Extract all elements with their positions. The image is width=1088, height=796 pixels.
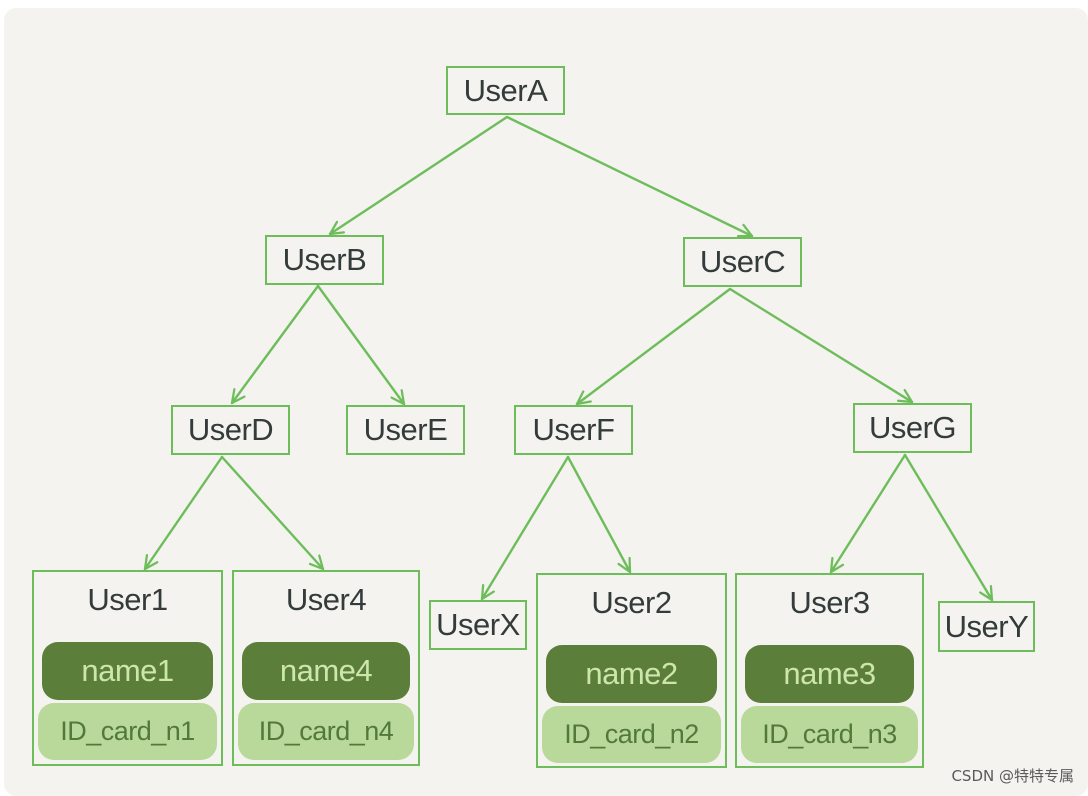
record-title: User1 — [87, 582, 168, 617]
edge-userc-userg — [728, 287, 914, 404]
edge-usera-userc — [505, 115, 754, 238]
leaf-record-user3: User3 name3 ID_card_n3 — [735, 573, 924, 768]
record-title: User2 — [591, 585, 672, 620]
node-user-g: UserG — [853, 403, 972, 453]
record-title: User4 — [285, 582, 367, 617]
edge-userg-usery — [903, 453, 994, 602]
node-user-b: UserB — [265, 235, 384, 285]
edge-userf-user2 — [566, 455, 632, 574]
node-user-c: UserC — [683, 237, 802, 287]
edge-userd-user1 — [143, 455, 224, 571]
edge-userc-userf — [575, 287, 732, 406]
record-name-field: name2 — [546, 645, 717, 703]
record-title: User3 — [789, 585, 870, 620]
edge-usera-userb — [328, 115, 509, 236]
node-user-d: UserD — [171, 405, 290, 455]
node-user-e: UserE — [346, 405, 465, 455]
watermark: CSDN @特特专属 — [951, 767, 1074, 785]
node-user-a: UserA — [446, 66, 565, 115]
record-id-card-field: ID_card_n1 — [38, 703, 217, 760]
record-id-card-field: ID_card_n3 — [741, 706, 918, 763]
edge-userb-usere — [316, 284, 406, 406]
edge-userf-userx — [480, 455, 570, 601]
record-name-field: name4 — [242, 642, 410, 700]
node-user-y: UserY — [938, 601, 1035, 652]
leaf-record-user2: User2 name2 ID_card_n2 — [536, 573, 727, 768]
record-id-card-field: ID_card_n4 — [238, 703, 414, 760]
edge-userb-userd — [230, 284, 320, 405]
record-name-field: name3 — [745, 645, 914, 703]
record-name-field: name1 — [42, 642, 213, 700]
node-user-x: UserX — [429, 600, 527, 650]
leaf-record-user4: User4 name4 ID_card_n4 — [232, 570, 420, 766]
edge-userd-user4 — [220, 455, 325, 571]
edge-userg-user3 — [829, 453, 907, 574]
leaf-record-user1: User1 name1 ID_card_n1 — [32, 570, 223, 766]
node-user-f: UserF — [514, 405, 633, 455]
record-id-card-field: ID_card_n2 — [542, 706, 721, 763]
